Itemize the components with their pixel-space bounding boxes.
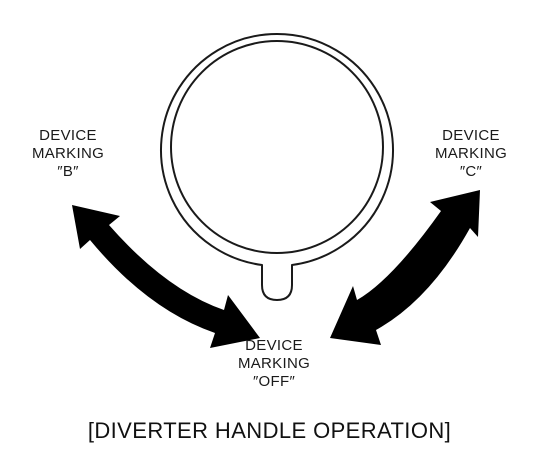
label-off-line1: DEVICE bbox=[245, 337, 303, 354]
handle-outer-ring bbox=[160, 32, 394, 301]
label-c-line3: ″C″ bbox=[459, 163, 483, 180]
device-marking-b-label: DEVICE MARKING ″B″ bbox=[23, 127, 113, 181]
label-off-line2: MARKING bbox=[237, 355, 311, 372]
label-b-line1: DEVICE bbox=[39, 127, 97, 144]
diagram-caption: [DIVERTER HANDLE OPERATION] bbox=[87, 418, 452, 443]
diverter-handle-icon bbox=[160, 32, 394, 301]
device-marking-off-label: DEVICE MARKING ″OFF″ bbox=[229, 337, 319, 391]
label-c-line2: MARKING bbox=[434, 145, 508, 162]
label-c-line1: DEVICE bbox=[442, 127, 500, 144]
handle-inner-ring bbox=[170, 40, 384, 254]
device-marking-c-label: DEVICE MARKING ″C″ bbox=[426, 127, 516, 181]
label-b-line2: MARKING bbox=[31, 145, 105, 162]
label-b-line3: ″B″ bbox=[57, 163, 79, 180]
double-arrow-icon bbox=[72, 190, 480, 348]
arrow-c-to-off bbox=[330, 190, 480, 345]
label-off-line3: ″OFF″ bbox=[252, 373, 296, 390]
arrow-b-to-off bbox=[72, 205, 260, 348]
